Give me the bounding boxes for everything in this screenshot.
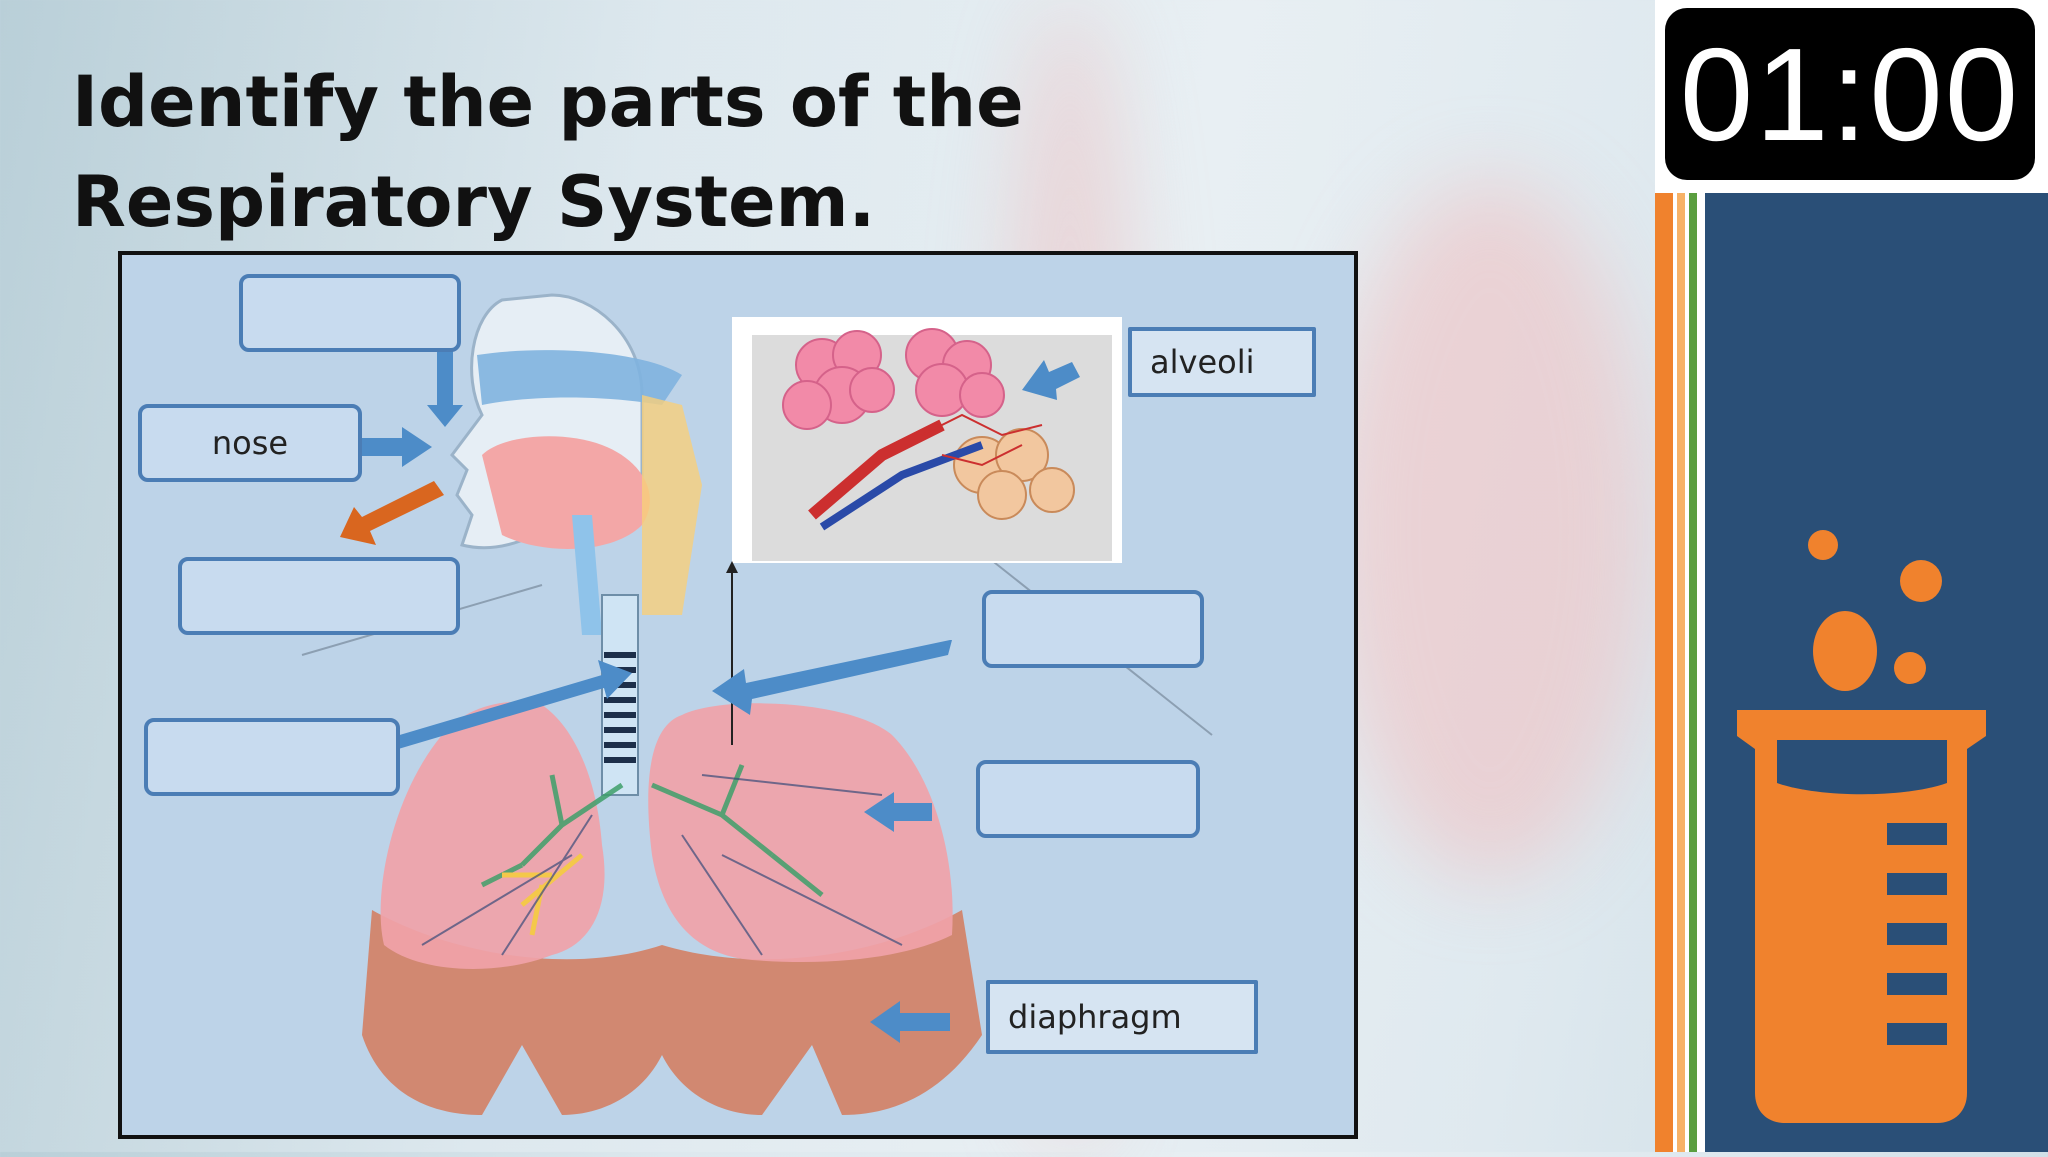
background-lung-glow-right <box>1330 180 1650 880</box>
arrow-down <box>437 345 453 405</box>
arrow-bronchi <box>712 640 952 715</box>
arrow-mouth <box>340 481 444 545</box>
arrow-diaphragm-head <box>870 1001 900 1043</box>
arrow-diaphragm <box>900 1013 950 1031</box>
arrow-lung <box>894 803 932 821</box>
blank-label-trachea[interactable] <box>144 718 400 796</box>
diagram-artwork <box>301 293 1213 1115</box>
sidebar-art <box>1655 193 2048 1152</box>
arrow-alveoli <box>1022 360 1080 400</box>
arrow-down-head <box>427 405 463 427</box>
decorative-sidebar <box>1655 193 2048 1152</box>
pointer-arrows <box>362 345 1080 1043</box>
arrow-nose-head <box>402 427 432 467</box>
beaker-icon <box>1737 530 1986 1123</box>
blank-label-bronchi[interactable] <box>982 590 1204 668</box>
blank-label-lung[interactable] <box>976 760 1200 838</box>
slide-title: Identify the parts of the Respiratory Sy… <box>72 61 1024 243</box>
label-nose[interactable]: nose <box>138 404 362 482</box>
arrow-trachea <box>376 660 632 755</box>
blank-label-top-left[interactable] <box>239 274 461 352</box>
label-diaphragm[interactable]: diaphragm <box>986 980 1258 1054</box>
arrow-nose <box>362 438 402 456</box>
label-alveoli[interactable]: alveoli <box>1128 327 1316 397</box>
timer-panel: 01:00 <box>1655 0 2048 193</box>
countdown-timer: 01:00 <box>1665 8 2035 180</box>
arrow-lung-head <box>864 792 894 832</box>
head-illustration <box>450 293 702 635</box>
lungs-illustration <box>380 701 953 969</box>
respiratory-diagram: nose alveoli diaphragm <box>118 251 1358 1139</box>
blank-label-mouth[interactable] <box>178 557 460 635</box>
